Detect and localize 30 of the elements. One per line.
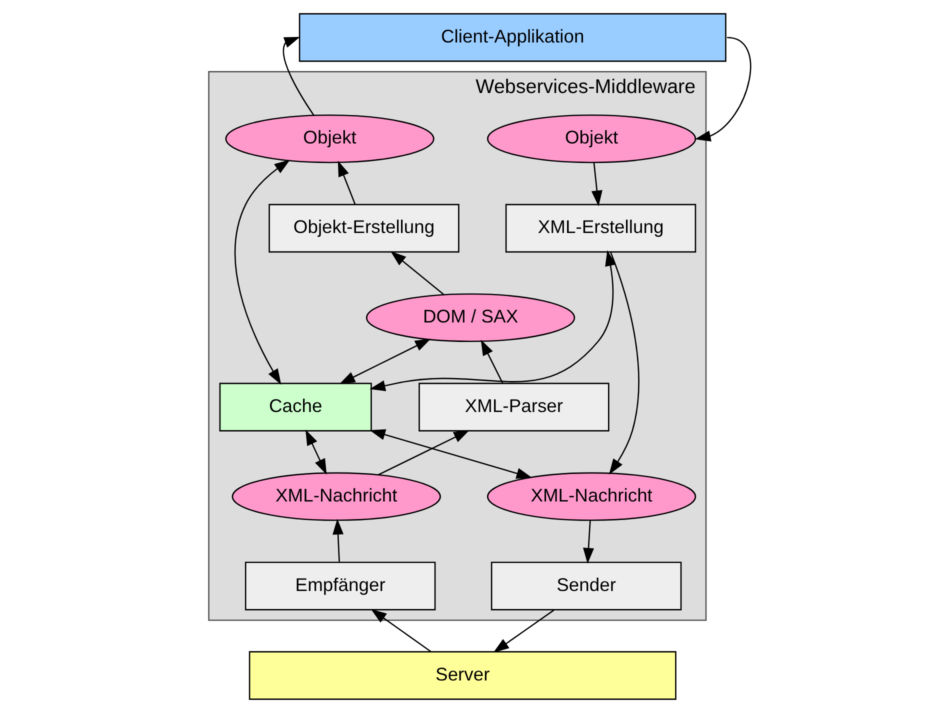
arrow <box>582 520 594 564</box>
arrow <box>332 518 344 562</box>
arrow <box>282 36 314 116</box>
arrow <box>369 250 616 392</box>
node-box: Sender <box>490 562 682 610</box>
node-box: Objekt-Erstellung <box>268 204 459 253</box>
node-box: Client-Applikation <box>298 13 726 62</box>
node-ellipse: XML-Nachricht <box>231 472 440 521</box>
arrow <box>338 338 430 384</box>
arrow <box>480 340 503 384</box>
node-box: Server <box>248 651 676 700</box>
node-ellipse: Objekt <box>224 114 434 164</box>
arrow <box>390 251 444 296</box>
arrow <box>694 36 751 142</box>
arrow <box>492 610 554 653</box>
node-box: Empfänger <box>244 562 436 610</box>
node-box: XML-Erstellung <box>504 204 696 253</box>
arrow <box>234 160 290 385</box>
arrow <box>377 430 470 476</box>
node-box: XML-Parser <box>418 382 609 432</box>
node-box: Cache <box>218 382 372 432</box>
node-ellipse: DOM / SAX <box>365 293 575 342</box>
arrow <box>590 162 602 206</box>
arrow <box>608 252 639 475</box>
node-ellipse: Objekt <box>486 114 696 164</box>
arrow <box>337 160 356 205</box>
arrow <box>304 429 326 475</box>
arrow <box>370 609 431 652</box>
node-ellipse: XML-Nachricht <box>486 472 696 521</box>
arrow <box>369 429 532 479</box>
